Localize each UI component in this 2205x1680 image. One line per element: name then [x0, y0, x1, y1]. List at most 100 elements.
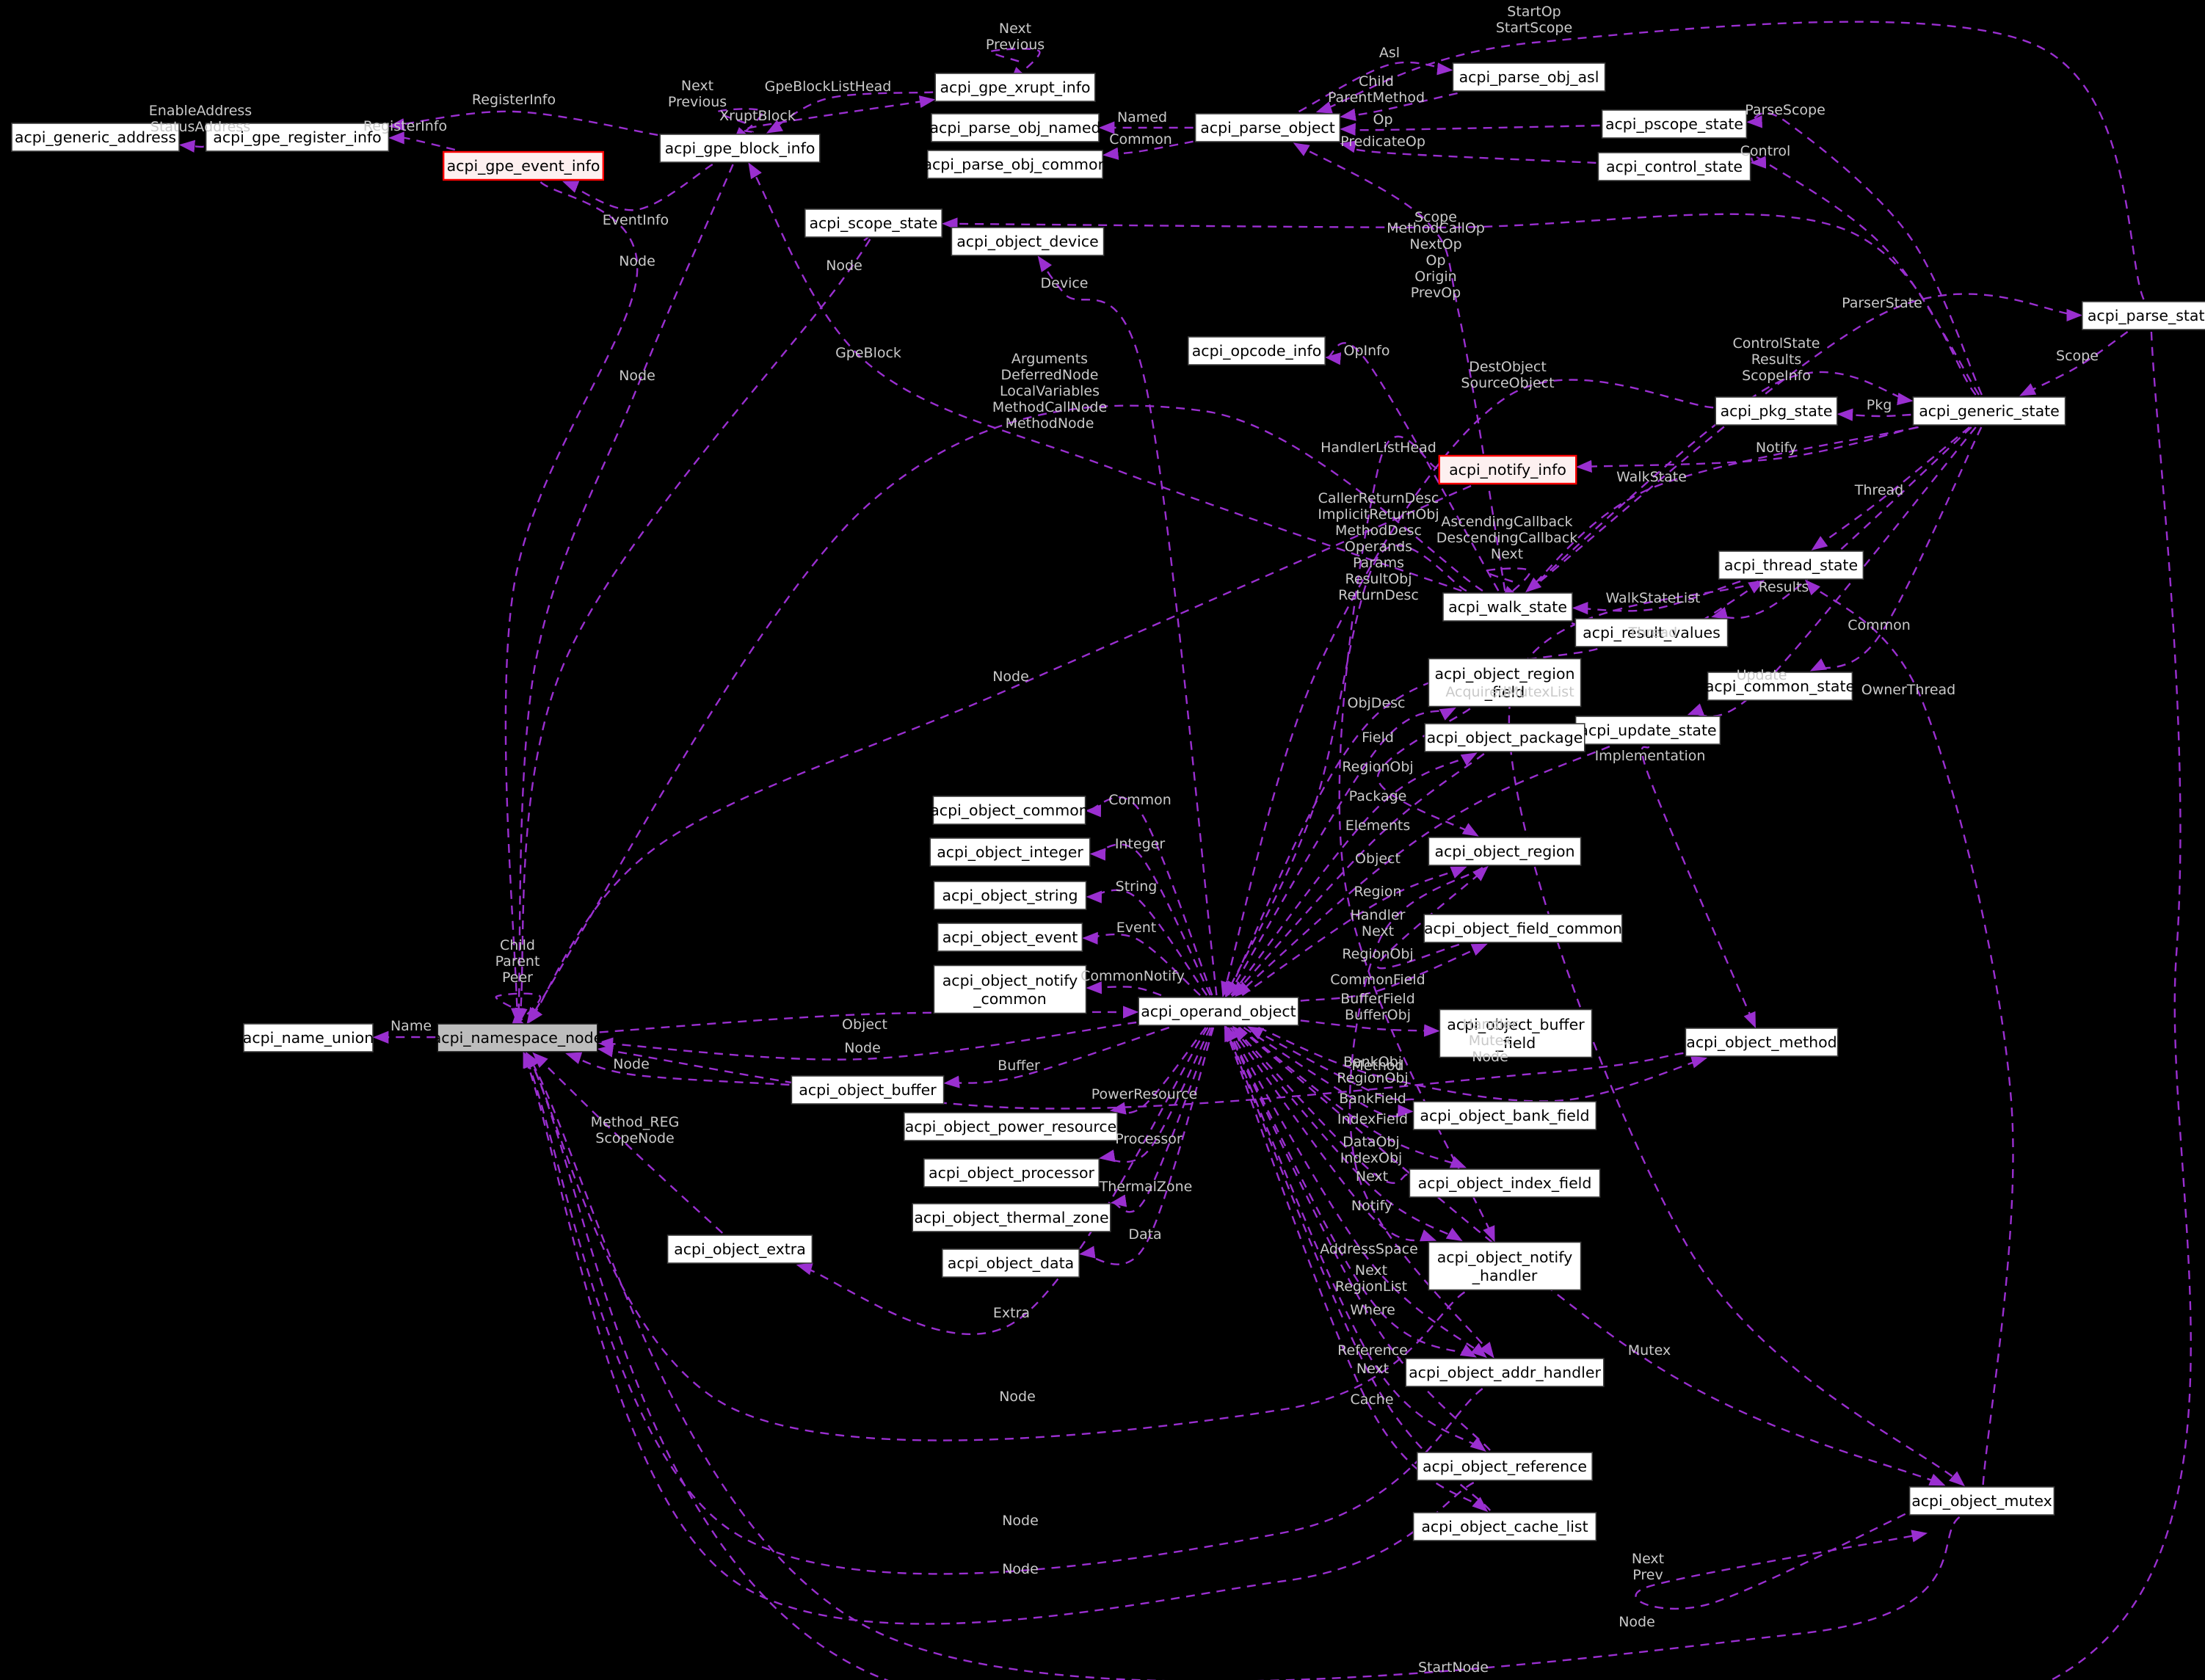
node-box	[1188, 336, 1326, 366]
node-opack[interactable]: acpi_object_package	[1424, 723, 1585, 752]
edge-operand-opower	[1109, 1027, 1207, 1115]
node-oproc[interactable]: acpi_object_processor	[923, 1158, 1100, 1188]
edge-ns-ns	[495, 992, 542, 1032]
node-sscope[interactable]: acpi_scope_state	[804, 208, 943, 238]
node-obuffield[interactable]: acpi_object_buffer_field	[1439, 1008, 1593, 1058]
edge-gxrupt-gxrupt	[989, 48, 1041, 83]
edge-operand-oah	[1226, 1027, 1477, 1358]
node-cstate[interactable]: acpi_common_state	[1705, 672, 1855, 701]
node-gstate[interactable]: acpi_generic_state	[1912, 396, 2066, 426]
node-label: acpi_gpe_event_info	[447, 157, 600, 175]
node-ustate[interactable]: acpi_update_state	[1574, 716, 1721, 745]
node-odata[interactable]: acpi_object_data	[942, 1248, 1080, 1278]
node-oevent[interactable]: acpi_object_event	[937, 923, 1083, 952]
edge-label: Method	[1351, 1058, 1403, 1074]
node-box	[1439, 1008, 1593, 1058]
node-obuf[interactable]: acpi_object_buffer	[791, 1075, 945, 1105]
edge-label: RegionObj	[1342, 759, 1413, 775]
edge-label: Integer	[1115, 836, 1166, 852]
node-opinfo[interactable]: acpi_opcode_info	[1188, 336, 1326, 366]
node-oref[interactable]: acpi_object_reference	[1417, 1452, 1594, 1481]
node-label: acpi_object_processor	[929, 1164, 1095, 1182]
edge-oref-ns	[523, 1051, 1475, 1625]
edge-ustate-ometh	[1641, 746, 1756, 1028]
edge-pkg-operand	[1221, 379, 1714, 998]
edge-onh-ns	[526, 1052, 1466, 1441]
edge-gblock-gevent	[562, 163, 713, 211]
node-box	[1912, 396, 2066, 426]
node-ometh[interactable]: acpi_object_method	[1685, 1028, 1839, 1057]
node-nunion[interactable]: acpi_name_union	[243, 1023, 374, 1052]
node-pnamed[interactable]: acpi_parse_obj_named	[930, 113, 1101, 142]
node-label: acpi_notify_info	[1449, 461, 1566, 479]
node-pkg[interactable]: acpi_pkg_state	[1715, 396, 1838, 426]
node-label: acpi_gpe_xrupt_info	[940, 79, 1091, 97]
node-resval[interactable]: acpi_result_values	[1574, 618, 1729, 647]
node-onotifyc[interactable]: acpi_object_notify_common	[933, 964, 1087, 1014]
node-ninfo[interactable]: acpi_notify_info	[1438, 454, 1577, 485]
node-label: acpi_gpe_register_info	[213, 128, 381, 147]
node-ocache[interactable]: acpi_object_cache_list	[1412, 1512, 1597, 1541]
node-pscope[interactable]: acpi_pscope_state	[1601, 109, 1748, 139]
node-greg[interactable]: acpi_gpe_register_info	[205, 123, 390, 152]
node-pstate[interactable]: acpi_parse_state	[2082, 301, 2205, 330]
node-label: acpi_object_integer	[937, 843, 1083, 862]
edge-gstate-thread	[1811, 426, 1970, 550]
node-ointeger[interactable]: acpi_object_integer	[929, 837, 1091, 867]
node-operand[interactable]: acpi_operand_object	[1138, 997, 1299, 1026]
node-box	[1417, 1452, 1594, 1481]
node-oindex[interactable]: acpi_object_index_field	[1409, 1168, 1601, 1198]
edge-label: Cache	[1350, 1392, 1393, 1408]
edge-label: Update	[1737, 667, 1787, 683]
edge-walk-walk	[1484, 567, 1531, 602]
node-box	[927, 150, 1104, 179]
node-gevent[interactable]: acpi_gpe_event_info	[443, 150, 605, 181]
edge-label: WalkStateList	[1605, 590, 1700, 606]
edge-label: Notify	[1756, 440, 1797, 456]
node-ns[interactable]: acpi_namespace_node	[432, 1023, 603, 1052]
node-odevice[interactable]: acpi_object_device	[951, 227, 1105, 256]
node-thread[interactable]: acpi_thread_state	[1718, 550, 1864, 580]
edge-label: ParserState	[1842, 295, 1922, 311]
node-opower[interactable]: acpi_object_power_resource	[904, 1112, 1119, 1141]
node-ocommon[interactable]: acpi_object_common	[930, 796, 1089, 825]
node-pasl[interactable]: acpi_parse_obj_asl	[1452, 62, 1606, 92]
edge-gstate-walk	[1525, 426, 1919, 593]
node-ostring[interactable]: acpi_object_string	[933, 881, 1087, 910]
node-walk[interactable]: acpi_walk_state	[1442, 592, 1573, 622]
node-onh[interactable]: acpi_object_notify_handler	[1428, 1241, 1582, 1291]
edge-label: StartNode	[1418, 1659, 1489, 1676]
edge-label: PredicateOp	[1340, 134, 1425, 150]
node-label: acpi_object_cache_list	[1421, 1518, 1588, 1536]
node-oregion[interactable]: acpi_object_region	[1428, 837, 1582, 866]
node-box	[666, 1234, 813, 1264]
node-otherm[interactable]: acpi_object_thermal_zone	[912, 1203, 1111, 1232]
edge-obuf-ns	[565, 1052, 790, 1086]
node-gblock[interactable]: acpi_gpe_block_info	[659, 134, 821, 163]
node-oah[interactable]: acpi_object_addr_handler	[1405, 1358, 1605, 1387]
edge-label: Mutex	[1628, 1342, 1671, 1359]
node-label: acpi_object_bank_field	[1420, 1107, 1589, 1125]
node-pobj[interactable]: acpi_parse_object	[1194, 113, 1341, 142]
node-label: acpi_object_device	[956, 233, 1099, 251]
node-oextra[interactable]: acpi_object_extra	[666, 1234, 813, 1264]
node-gaddr[interactable]: acpi_generic_address	[11, 123, 180, 152]
node-ofieldc[interactable]: acpi_object_field_common	[1423, 914, 1623, 943]
node-box	[659, 134, 821, 163]
edge-gstate-pscope	[1746, 112, 1983, 396]
node-omutex[interactable]: acpi_object_mutex	[1908, 1486, 2055, 1516]
edge-greg-gaddr	[178, 139, 205, 153]
node-pcommon[interactable]: acpi_parse_obj_common	[923, 150, 1108, 179]
node-orfield[interactable]: acpi_object_region_field	[1428, 658, 1582, 708]
node-box	[923, 1158, 1100, 1188]
node-ctrl[interactable]: acpi_control_state	[1597, 152, 1751, 181]
edge-label: Thread	[1854, 482, 1903, 498]
node-gxrupt[interactable]: acpi_gpe_xrupt_info	[934, 73, 1096, 102]
edge-label: RegionObj	[1342, 946, 1413, 962]
node-obank[interactable]: acpi_object_bank_field	[1412, 1101, 1597, 1130]
edge-opack-operand	[1231, 753, 1485, 997]
